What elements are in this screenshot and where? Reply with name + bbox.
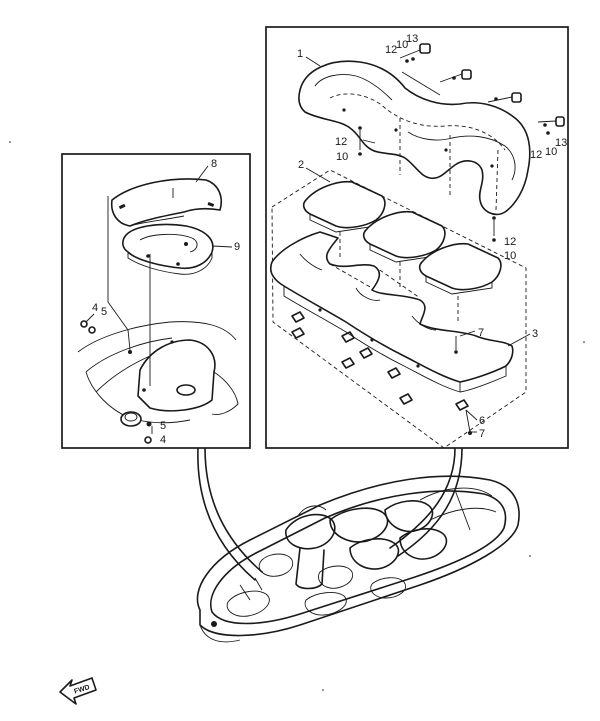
left-callout-numbers: 8 9 4 5 5 4 (92, 158, 240, 446)
scan-specks (9, 141, 585, 691)
seat-brackets (291, 308, 472, 435)
callout-10a: 10 (396, 39, 408, 51)
seat-group-outline (271, 169, 527, 449)
fwd-arrow-icon: FWD (59, 677, 97, 705)
cockpit-seat-base (77, 321, 239, 427)
callout-5b: 5 (160, 420, 166, 432)
leader-lines (197, 447, 463, 581)
cockpit-seat-cushion (122, 223, 214, 275)
right-callout-leaders (305, 56, 531, 433)
callout-7a: 7 (478, 327, 484, 339)
seat-pads (302, 180, 502, 322)
callout-1: 1 (297, 48, 303, 60)
callout-12a: 12 (385, 44, 397, 56)
cockpit-hardware (80, 196, 153, 444)
callout-2: 2 (298, 159, 304, 171)
callout-5a: 5 (101, 306, 107, 318)
seat-base-frame (269, 231, 514, 393)
callout-4a: 4 (92, 302, 98, 314)
callout-8: 8 (211, 158, 217, 170)
callout-13b: 13 (555, 137, 567, 149)
fwd-label: FWD (73, 684, 90, 696)
callout-10c: 10 (545, 146, 557, 158)
right-callout-numbers: 1 2 3 7 6 7 13 10 12 12 10 12 10 13 12 1… (297, 33, 567, 440)
callout-12d: 12 (504, 236, 516, 248)
boat-hull (196, 475, 520, 643)
callout-10b: 10 (336, 151, 348, 163)
callout-9: 9 (234, 241, 240, 253)
callout-3: 3 (532, 328, 538, 340)
callout-4b: 4 (160, 434, 166, 446)
callout-6: 6 (479, 415, 485, 427)
callout-10d: 10 (504, 250, 516, 262)
callout-13a: 13 (406, 33, 418, 45)
left-callout-leaders (85, 165, 233, 323)
cockpit-backrest (110, 178, 222, 227)
backrest-screws (358, 43, 565, 242)
callout-7b: 7 (479, 428, 485, 440)
callout-12b: 12 (335, 136, 347, 148)
callout-12c: 12 (530, 149, 542, 161)
backrest-cushion (298, 60, 531, 216)
